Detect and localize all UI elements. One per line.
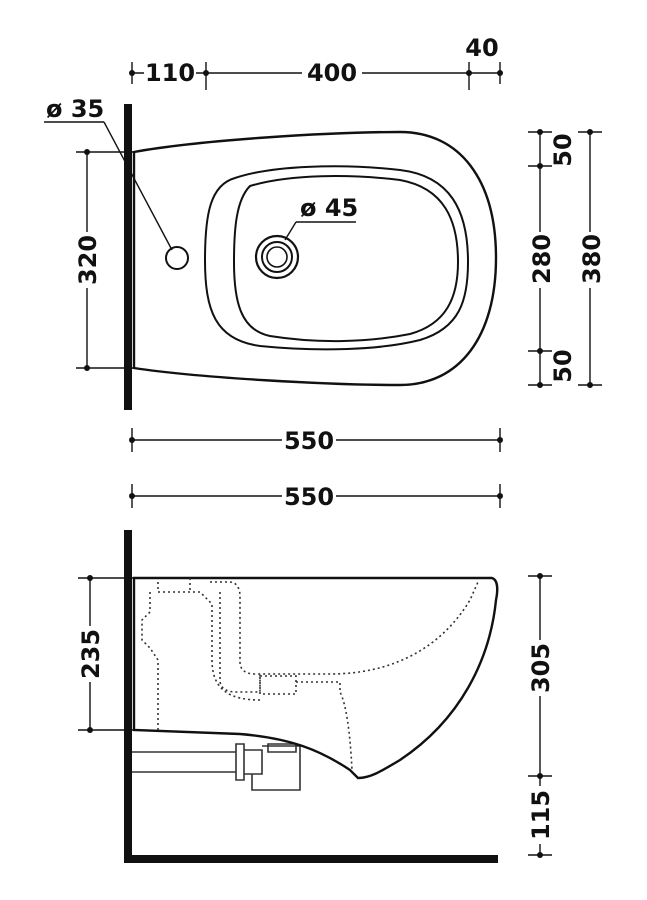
tap-hole-inner <box>266 246 288 268</box>
side-view: 550 235 305 115 <box>76 482 555 863</box>
dim-height-left-side: 235 <box>77 629 105 679</box>
dim-bottom-margin: 50 <box>549 349 577 382</box>
drain-pipe <box>132 743 301 791</box>
dim-right-offset: 40 <box>465 34 498 62</box>
hidden-lines-basin <box>210 581 479 675</box>
dim-span: 400 <box>307 59 357 87</box>
dim-height-left-top: 320 <box>74 235 102 285</box>
dim-length-top: 550 <box>284 427 334 455</box>
dim-hole-small: ø 35 <box>46 95 104 123</box>
floor-line <box>124 855 498 863</box>
wall-top-view <box>124 104 132 410</box>
dim-floor-gap: 115 <box>527 790 555 840</box>
bidet-outline-top <box>132 130 498 387</box>
top-view: 110 400 40 ø 35 ø 45 320 50 280 50 <box>44 34 606 455</box>
dim-length-side: 550 <box>284 483 334 511</box>
wall-side-view <box>124 530 132 863</box>
dim-hole-tap: ø 45 <box>300 194 358 222</box>
mounting-hole <box>165 246 189 270</box>
basin-inner-rim <box>232 175 460 343</box>
basin-outer-rim <box>203 165 470 351</box>
dim-height-right-side: 305 <box>527 643 555 693</box>
bidet-outline-side <box>132 576 499 780</box>
dim-top-margin: 50 <box>549 133 577 166</box>
dim-left-offset: 110 <box>145 59 195 87</box>
tap-hole-mid <box>261 241 293 273</box>
dim-total-depth: 380 <box>578 234 606 284</box>
dim-inner-depth: 280 <box>528 234 556 284</box>
